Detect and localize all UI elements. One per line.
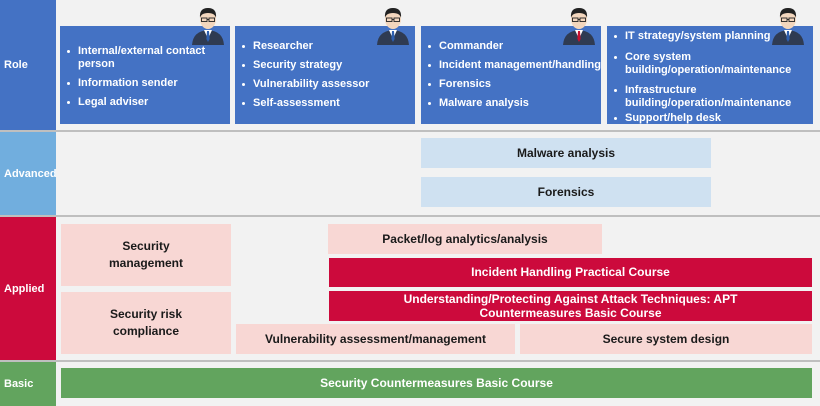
role-item: Researcher [235, 40, 415, 53]
role-box-1: Internal/external contact person Informa… [60, 26, 230, 124]
row-label-role: Role [0, 0, 56, 130]
course-security-risk-compliance: Security risk compliance [61, 292, 231, 354]
role-item: Commander [421, 40, 601, 53]
course-forensics: Forensics [421, 177, 711, 207]
role-item: Vulnerability assessor [235, 78, 415, 91]
role-item: Forensics [421, 78, 601, 91]
course-vulnerability-assessment: Vulnerability assessment/management [236, 324, 515, 354]
row-separator [0, 130, 820, 132]
businessman-red-tie-icon [563, 8, 595, 45]
role-item: Core system building/operation/maintenan… [607, 51, 813, 77]
row-label-advanced: Advanced [0, 132, 57, 215]
course-malware-analysis: Malware analysis [421, 138, 711, 168]
role-item: Internal/external contact person [60, 45, 230, 71]
role-item: Infrastructure building/operation/mainte… [607, 84, 813, 110]
row-separator [0, 215, 820, 217]
role-item: Incident management/handling [421, 59, 601, 72]
row-label-applied: Applied [0, 217, 56, 360]
role-item: Security strategy [235, 59, 415, 72]
role-item: IT strategy/system planning [607, 30, 813, 43]
businessman-icon [377, 8, 409, 45]
role-item: Legal adviser [60, 96, 230, 109]
role-item: Information sender [60, 77, 230, 90]
row-label-basic: Basic [0, 362, 56, 406]
course-apt-countermeasures: Understanding/Protecting Against Attack … [329, 291, 812, 321]
businessman-icon [192, 8, 224, 45]
course-incident-handling: Incident Handling Practical Course [329, 258, 812, 287]
course-security-management: Security management [61, 224, 231, 286]
businessman-icon [772, 8, 804, 45]
course-packet-log-analytics: Packet/log analytics/analysis [328, 224, 602, 254]
role-item: Malware analysis [421, 97, 601, 110]
course-security-countermeasures-basic: Security Countermeasures Basic Course [61, 368, 812, 398]
row-separator [0, 360, 820, 362]
course-secure-system-design: Secure system design [520, 324, 812, 354]
role-item: Support/help desk [607, 112, 813, 125]
role-item: Self-assessment [235, 97, 415, 110]
